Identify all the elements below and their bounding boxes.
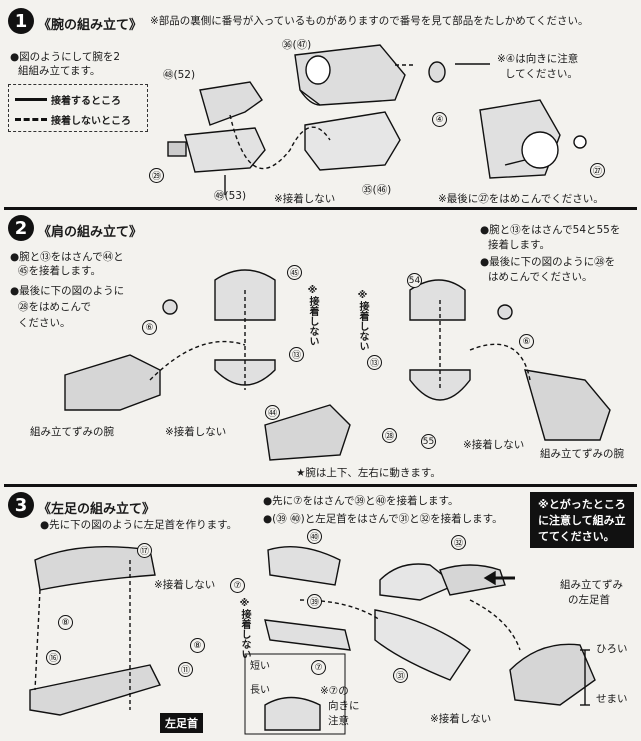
- label-wide: ひろい: [596, 643, 628, 655]
- step-2-title: 《肩の組み立て》: [38, 225, 143, 240]
- part-label-8-left: ⑧: [58, 615, 73, 630]
- step-3-title: 《左足の組み立て》: [38, 502, 156, 517]
- note-7-direction-line2: 向きに: [328, 700, 360, 712]
- vertical-noglue-right: ※接着しない: [357, 290, 368, 351]
- label-left-ankle: 左足首: [160, 713, 203, 733]
- label-long: 長い: [250, 685, 270, 696]
- note-noglue-step2-left: ※接着しない: [165, 426, 227, 438]
- legend-glue-label: 接着するところ: [51, 95, 121, 107]
- vertical-noglue-step3: ※接着しない: [239, 598, 250, 659]
- part-label-31: ㉛: [393, 668, 408, 683]
- divider-2: [4, 484, 637, 487]
- label-assembled-arm-left: 組み立てずみの腕: [30, 426, 114, 438]
- step-2-left-line2: ㊺を接着します。: [18, 265, 101, 277]
- part-label-44: ㊹: [265, 405, 280, 420]
- note-7-direction-line3: 注意: [328, 715, 349, 727]
- step-2-left-line3: ●最後に下の図のように: [10, 285, 125, 297]
- part-label-7-detail: ⑦: [311, 660, 326, 675]
- note-direction-line1: ※④は向きに注意: [497, 53, 579, 65]
- label-short: 短い: [250, 661, 270, 672]
- step-1-instruction-line1: ●図のようにして腕を2: [10, 51, 121, 63]
- part-label-16: ⑯: [46, 650, 61, 665]
- legend: 接着するところ 接着しないところ: [8, 84, 148, 132]
- note-check-part-numbers: ※部品の裏側に番号が入っているものがありますので番号を見て部品をたしかめてくださ…: [150, 15, 589, 27]
- step-1-number: 1: [8, 8, 34, 34]
- step-3-instruction-main: ●先に下の図のように左足首を作ります。: [40, 519, 238, 531]
- assembled-ankle-line1: 組み立てずみ: [560, 579, 623, 591]
- divider-1: [4, 207, 637, 210]
- part-label-27: ㉗: [590, 163, 605, 178]
- solid-arrow-icon: [15, 97, 47, 101]
- step-3-instruction-r1: ●先に⑦をはさんで㊴と㊵を接着します。: [263, 495, 459, 507]
- part-label-11: ⑪: [178, 662, 193, 677]
- warning-sharp-edges: ※とがったところ に注意して組み立 ててください。: [530, 492, 634, 548]
- note-last-27: ※最後に㉗をはめこんでください。: [438, 193, 604, 205]
- step-1-title: 《腕の組み立て》: [38, 18, 143, 33]
- part-label-35-46: ㉟(㊻): [362, 184, 392, 196]
- label-narrow: せまい: [596, 693, 628, 705]
- part-label-45: ㊺: [287, 265, 302, 280]
- step-2-right-line3: ●最後に下の図のように㉘を: [480, 256, 616, 268]
- part-label-39: ㊴: [307, 594, 322, 609]
- part-label-40: ㊵: [307, 529, 322, 544]
- note-arm-moves: ★腕は上下、左右に動きます。: [296, 467, 441, 479]
- note-direction-line2: してください。: [505, 68, 578, 80]
- part-label-29: ㉙: [149, 168, 164, 183]
- note-7-direction-line1: ※⑦の: [320, 685, 349, 697]
- part-label-17: ⑰: [137, 543, 152, 558]
- part-label-32: ㉜: [451, 535, 466, 550]
- part-label-8-right: ⑧: [190, 638, 205, 653]
- step-3-instruction-r2: ●(㊴ ㊵)と左足首をはさんで㉛と㉜を接着します。: [263, 513, 503, 525]
- part-label-6-left: ⑥: [142, 320, 157, 335]
- note-noglue-step3-1: ※接着しない: [154, 579, 216, 591]
- part-label-55: 55: [421, 434, 436, 449]
- part-label-4: ④: [432, 112, 447, 127]
- part-label-49-53: ㊾(53): [214, 190, 247, 202]
- part-label-7: ⑦: [230, 578, 245, 593]
- step-1-instruction-line2: 組組み立てます。: [18, 65, 101, 77]
- dashed-arrow-icon: [15, 117, 47, 121]
- vertical-noglue-left: ※接着しない: [307, 285, 318, 346]
- assembled-ankle-line2: の左足首: [568, 594, 610, 606]
- note-noglue-step1: ※接着しない: [274, 193, 336, 205]
- part-label-13-left: ⑬: [289, 347, 304, 362]
- warning-line1: ※とがったところ: [538, 498, 626, 511]
- label-assembled-arm-right: 組み立てずみの腕: [540, 448, 624, 460]
- warning-line3: ててください。: [538, 530, 615, 543]
- step-3-number: 3: [8, 492, 34, 518]
- step-2-right-line1: ●腕と⑬をはさんで54と55を: [480, 224, 621, 236]
- step-2-right-line2: 接着します。: [488, 239, 550, 251]
- step-2-left-line1: ●腕と⑬をはさんで㊹と: [10, 251, 124, 263]
- step-2-left-line5: ください。: [18, 317, 71, 329]
- legend-noglue-label: 接着しないところ: [51, 115, 131, 127]
- step-2-right-line4: はめこんでください。: [488, 271, 593, 283]
- part-label-28: ㉘: [382, 428, 397, 443]
- part-label-48-52: ㊽(52): [163, 69, 196, 81]
- step-2-number: 2: [8, 215, 34, 241]
- part-label-54: 54: [407, 273, 422, 288]
- part-label-6-right: ⑥: [519, 334, 534, 349]
- part-label-36-47: ㊱(㊼): [282, 39, 312, 51]
- step-2-left-line4: ㉘をはめこんで: [18, 301, 91, 313]
- part-label-13-right: ⑬: [367, 355, 382, 370]
- note-noglue-step3-bottom: ※接着しない: [430, 713, 492, 725]
- warning-line2: に注意して組み立: [538, 514, 626, 527]
- note-noglue-step2-right: ※接着しない: [463, 439, 525, 451]
